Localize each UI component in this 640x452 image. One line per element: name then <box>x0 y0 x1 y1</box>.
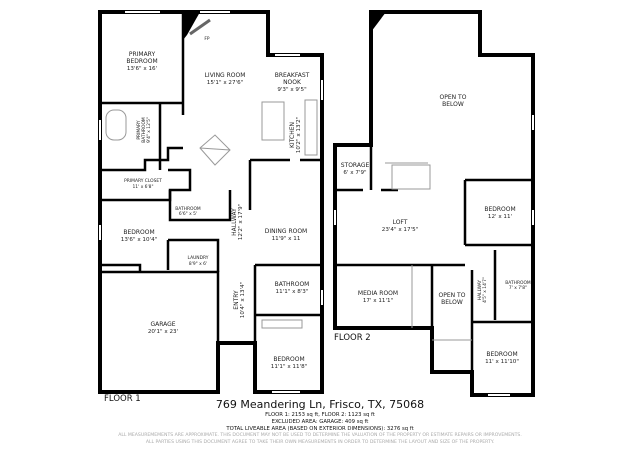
room-dim: 4'5" x 14'7" <box>482 277 488 303</box>
room-dim: 10'2" x 13'2" <box>296 116 302 153</box>
room-dim: 12' x 11' <box>488 214 512 220</box>
property-address: 769 Meandering Ln, Frisco, TX, 75068 <box>215 398 425 411</box>
room-name: OPEN TO <box>440 94 467 101</box>
room-dim: 11'1" x 11'8" <box>271 364 308 370</box>
floor1-label: FLOOR 1 <box>104 394 141 404</box>
room-name: MEDIA ROOM <box>358 290 398 297</box>
room-name: STORAGE <box>341 162 370 169</box>
room-name: OPEN TO <box>439 292 466 299</box>
stairs <box>199 134 231 166</box>
room-dim: 11'9" x 11 <box>272 236 301 242</box>
floor2-label: FLOOR 2 <box>334 333 371 343</box>
room-dim: 23'4" x 17'5" <box>382 227 419 233</box>
room-name: PRIMARY CLOSET <box>124 178 162 184</box>
stairs <box>391 164 431 190</box>
room-name: HALLWAY <box>477 280 483 301</box>
room-dim: 11'1" x 8'3" <box>276 289 309 295</box>
fireplace-label: FP <box>204 36 210 42</box>
room-name: BEDROOM <box>484 206 515 213</box>
room-dim: 7' x 7'8" <box>509 285 527 291</box>
room-name: KITCHEN <box>289 122 296 148</box>
room-name: BATHROOM <box>175 206 201 212</box>
room-dim: 8'9" x 6' <box>189 261 207 267</box>
excluded-area: EXCLUDED AREA: GARAGE: 409 sq ft <box>271 419 369 425</box>
room-dim: 9'4" x 12'5" <box>146 117 152 143</box>
floor-areas: FLOOR 1: 2153 sq ft, FLOOR 2: 1123 sq ft <box>265 412 375 418</box>
floor1-labels: PRIMARY BEDROOM 13'6" x 16' FP LIVING RO… <box>104 36 310 404</box>
room-dim: 11' x 11'10" <box>485 359 519 365</box>
room-dim: 6'6" x 5' <box>179 211 197 217</box>
disclaimer: ALL MEASUREMEMENTS ARE APPROXIMATE. THIS… <box>118 433 522 438</box>
room-name: BEDROOM <box>486 351 517 358</box>
floor2-labels: OPEN TO BELOW STORAGE 6' x 7'9" LOFT 23'… <box>334 94 531 365</box>
closet <box>261 319 303 329</box>
room-dim: 6' x 7'9" <box>343 170 367 176</box>
room-dim: 9'3" x 9'5" <box>277 87 307 93</box>
room-name: PRIMARY <box>136 120 142 140</box>
room-dim: 20'1" x 23' <box>148 329 178 335</box>
room-name: PRIMARY <box>129 51 156 58</box>
room-name: BEDROOM <box>273 356 304 363</box>
room-name: DINING ROOM <box>265 228 307 235</box>
room-name: BATHROOM <box>505 280 531 286</box>
bathtub <box>105 109 127 141</box>
room-name: GARAGE <box>150 321 175 328</box>
room-name: BEDROOM <box>126 58 157 65</box>
total-area: TOTAL LIVEABLE AREA (BASED ON EXTERIOR D… <box>226 426 414 432</box>
room-name: BELOW <box>441 299 463 306</box>
fireplace-mass <box>183 12 200 40</box>
room-dim: 12'2" x 17'9" <box>238 203 244 240</box>
room-name: NOOK <box>283 79 302 86</box>
floor2-plan <box>333 10 535 397</box>
room-name: LIVING ROOM <box>205 72 246 79</box>
room-dim: 17' x 11'1" <box>363 298 394 304</box>
room-name: LAUNDRY <box>188 255 209 261</box>
room-name: BEDROOM <box>123 229 154 236</box>
room-name: HALLWAY <box>231 208 238 236</box>
room-name: ENTRY <box>233 290 240 310</box>
room-dim: 10'4" x 13'4" <box>240 281 246 318</box>
room-dim: 11' x 6'8" <box>133 184 154 190</box>
room-dim: 15'1" x 27'6" <box>207 80 244 86</box>
room-name: LOFT <box>393 219 408 226</box>
kitchen-island <box>261 101 285 141</box>
room-dim: 13'6" x 16' <box>127 66 157 72</box>
room-dim: 13'6" x 10'4" <box>121 237 158 243</box>
fireplace-icon <box>189 18 211 36</box>
room-name: BATHROOM <box>141 117 147 143</box>
floor1-plan <box>98 10 324 394</box>
disclaimer: ALL PARTIES USING THIS DOCUMENT AGREE TO… <box>145 440 495 445</box>
room-name: BREAKFAST <box>275 72 310 79</box>
kitchen-counter <box>304 99 318 156</box>
room-name: BELOW <box>442 101 464 108</box>
room-name: BATHROOM <box>275 281 310 288</box>
